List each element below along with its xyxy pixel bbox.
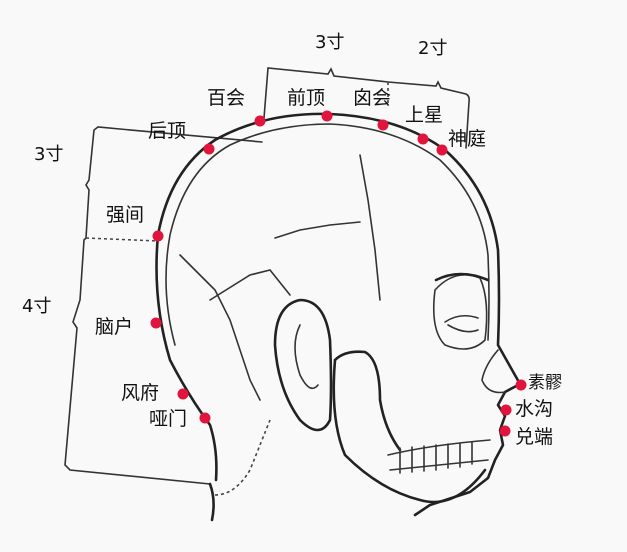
point-marker-qianding	[321, 110, 333, 122]
point-marker-shenting	[436, 144, 448, 156]
top-bracket	[263, 67, 470, 149]
point-marker-xinhui	[377, 119, 389, 131]
neck	[208, 482, 215, 522]
point-marker-duiduan	[499, 425, 511, 437]
point-marker-shuigou	[500, 404, 512, 416]
point-marker-shangxing	[417, 133, 429, 145]
point-label-fengfu: 风府	[121, 382, 160, 404]
jaw	[332, 358, 487, 504]
measure-back-upper: 3寸	[34, 144, 64, 165]
point-marker-baihui	[254, 115, 266, 127]
point-label-shuigou: 水沟	[515, 398, 554, 420]
point-label-houding: 后顶	[148, 120, 187, 142]
ear-inner	[294, 324, 319, 390]
point-marker-suliao	[515, 379, 527, 391]
measure-top-right: 2寸	[418, 38, 448, 59]
ear	[273, 298, 333, 432]
back-bracket	[64, 126, 263, 485]
point-marker-naohu	[150, 317, 162, 329]
point-label-qiangjian: 强间	[106, 204, 145, 226]
skull-sutures	[179, 154, 381, 401]
face-profile	[413, 382, 522, 517]
point-label-naohu: 脑户	[95, 316, 134, 338]
point-label-qianding: 前顶	[287, 87, 326, 109]
point-label-baihui: 百会	[207, 87, 246, 109]
eyebrow	[434, 272, 490, 282]
cheekbone	[333, 350, 402, 452]
skull-inner	[165, 123, 490, 346]
skull-outline	[155, 112, 522, 482]
neck-dotted	[214, 419, 271, 496]
point-label-xinhui: 囟会	[353, 87, 392, 109]
back-divider	[85, 237, 159, 242]
measure-top-left: 3寸	[315, 32, 345, 53]
eye-orbit	[432, 274, 488, 350]
point-label-shenting: 神庭	[448, 128, 487, 150]
eye	[444, 314, 479, 333]
measure-back-lower: 4寸	[22, 296, 52, 317]
teeth	[387, 439, 491, 474]
point-label-shangxing: 上星	[405, 104, 444, 126]
point-marker-fengfu	[177, 388, 189, 400]
point-marker-yamen	[199, 412, 211, 424]
point-label-duiduan: 兑端	[515, 426, 554, 448]
point-marker-houding	[203, 143, 215, 155]
point-label-suliao: 素髎	[528, 373, 562, 393]
nose	[481, 349, 506, 394]
point-label-yamen: 哑门	[149, 408, 188, 430]
point-marker-qiangjian	[152, 230, 164, 242]
